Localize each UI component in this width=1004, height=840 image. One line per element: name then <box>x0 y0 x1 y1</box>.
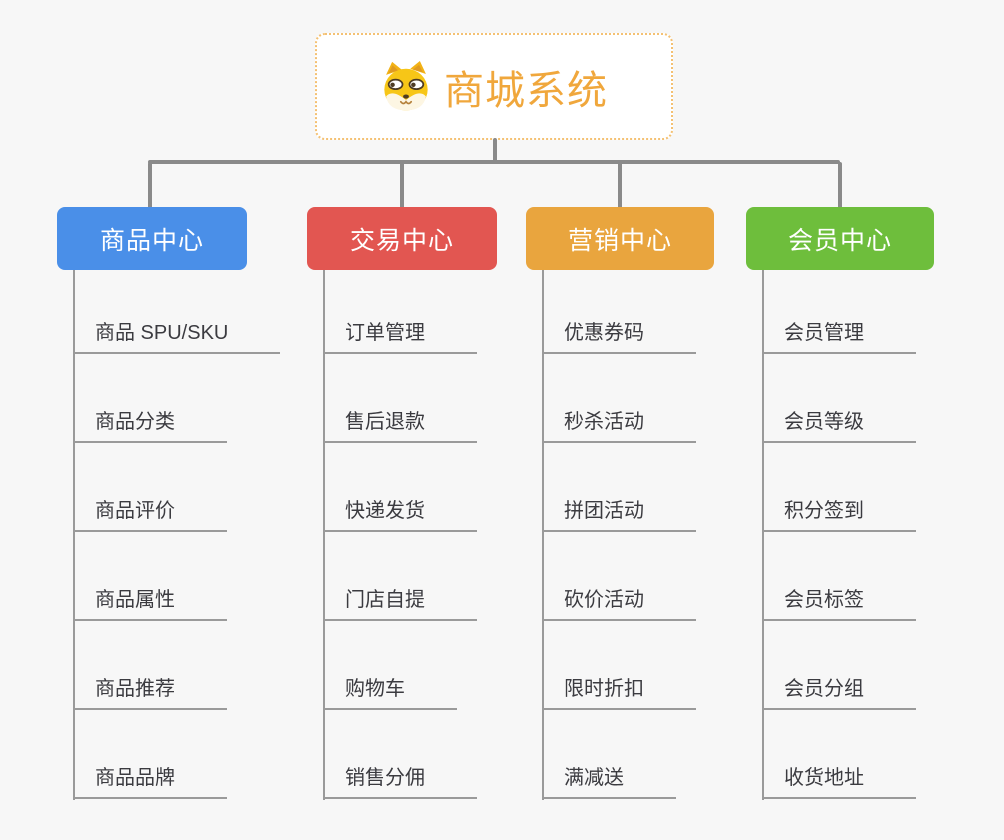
leaf-node[interactable]: 拼团活动 <box>542 443 696 532</box>
leaf-node[interactable]: 会员分组 <box>762 621 916 710</box>
branch-node-trade[interactable]: 交易中心 <box>307 207 497 270</box>
branch-spine <box>542 270 544 800</box>
leaf-node[interactable]: 快递发货 <box>323 443 477 532</box>
leaf-node[interactable]: 商品推荐 <box>73 621 227 710</box>
leaf-node[interactable]: 商品分类 <box>73 354 227 443</box>
branch-spine <box>762 270 764 800</box>
leaf-node[interactable]: 秒杀活动 <box>542 354 696 443</box>
leaf-node[interactable]: 限时折扣 <box>542 621 696 710</box>
leaf-node[interactable]: 售后退款 <box>323 354 477 443</box>
leaf-node[interactable]: 优惠券码 <box>542 265 696 354</box>
branch-spine <box>323 270 325 800</box>
leaf-node[interactable]: 积分签到 <box>762 443 916 532</box>
branch-drop-1 <box>148 162 152 209</box>
leaf-node[interactable]: 门店自提 <box>323 532 477 621</box>
branch-column-products: 商品中心 商品 SPU/SKU 商品分类 商品评价 商品属性 商品推荐 商品品牌 <box>57 207 281 800</box>
branch-spine <box>73 270 75 800</box>
leaf-node[interactable]: 销售分佣 <box>323 710 477 799</box>
leaf-node[interactable]: 会员管理 <box>762 265 916 354</box>
root-connector-stub <box>493 138 497 162</box>
leaf-list: 订单管理 售后退款 快递发货 门店自提 购物车 销售分佣 <box>323 265 477 799</box>
branch-drop-4 <box>838 162 842 209</box>
root-title: 商城系统 <box>444 68 608 113</box>
leaf-node[interactable]: 商品评价 <box>73 443 227 532</box>
leaf-list: 会员管理 会员等级 积分签到 会员标签 会员分组 收货地址 <box>762 265 916 799</box>
branch-node-marketing[interactable]: 营销中心 <box>526 207 714 270</box>
dog-face-icon <box>380 60 432 114</box>
leaf-node[interactable]: 购物车 <box>323 621 457 710</box>
leaf-node[interactable]: 会员等级 <box>762 354 916 443</box>
branch-column-members: 会员中心 会员管理 会员等级 积分签到 会员标签 会员分组 收货地址 <box>746 207 934 800</box>
leaf-list: 优惠券码 秒杀活动 拼团活动 砍价活动 限时折扣 满减送 <box>542 265 696 799</box>
leaf-node[interactable]: 商品属性 <box>73 532 227 621</box>
branch-drop-3 <box>618 162 622 209</box>
leaf-node[interactable]: 订单管理 <box>323 265 477 354</box>
branch-drop-2 <box>400 162 404 209</box>
branch-column-marketing: 营销中心 优惠券码 秒杀活动 拼团活动 砍价活动 限时折扣 满减送 <box>526 207 714 800</box>
leaf-node[interactable]: 商品 SPU/SKU <box>73 265 281 354</box>
leaf-node[interactable]: 收货地址 <box>762 710 916 799</box>
root-node[interactable]: 商城系统 <box>315 33 673 140</box>
branch-node-products[interactable]: 商品中心 <box>57 207 247 270</box>
branch-node-members[interactable]: 会员中心 <box>746 207 934 270</box>
leaf-node[interactable]: 砍价活动 <box>542 532 696 621</box>
leaf-list: 商品 SPU/SKU 商品分类 商品评价 商品属性 商品推荐 商品品牌 <box>73 265 281 799</box>
leaf-node[interactable]: 会员标签 <box>762 532 916 621</box>
leaf-node[interactable]: 满减送 <box>542 710 676 799</box>
branch-column-trade: 交易中心 订单管理 售后退款 快递发货 门店自提 购物车 销售分佣 <box>307 207 497 800</box>
branch-rail <box>148 160 840 164</box>
leaf-node[interactable]: 商品品牌 <box>73 710 227 799</box>
